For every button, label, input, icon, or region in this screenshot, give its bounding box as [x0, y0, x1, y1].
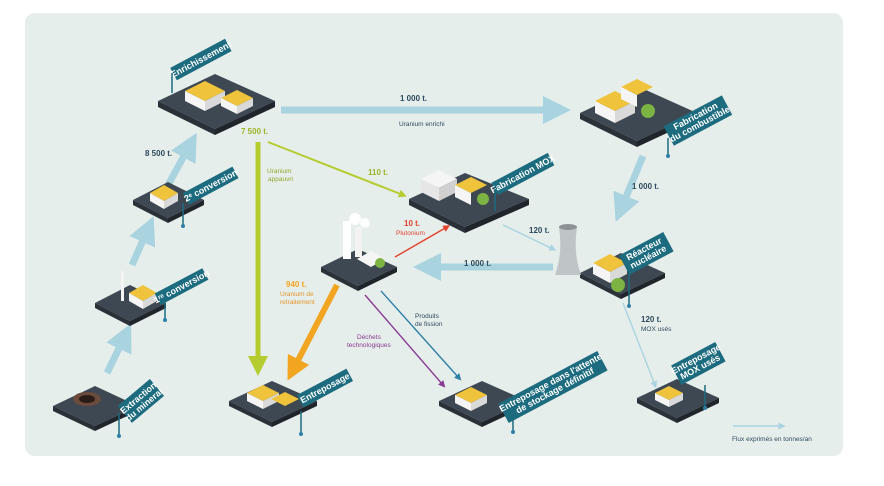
node-fabrication-combustible: Fabrication du combustible	[580, 79, 733, 158]
label-fabrication-mox: Fabrication MOX	[489, 153, 557, 195]
arrow-enrichissement-to-mox	[267, 141, 407, 198]
label-attente-line1: Entreposage dans l'attente	[498, 351, 604, 414]
flag-entreposage-attente	[498, 350, 608, 424]
label-conversion2: 2ᵉ conversion	[182, 167, 239, 203]
legend: Flux exprimés en tonnes/an	[732, 422, 812, 443]
arrow-extraction-to-conversion1	[103, 323, 132, 375]
flag-fabrication-mox	[491, 152, 555, 196]
arrow-produits-fission	[380, 290, 462, 381]
flag-conversion2	[182, 166, 239, 205]
label-conversion1: 1ʳᵉ conversion	[152, 268, 211, 306]
label-enrichissement: Enrichissement	[169, 39, 233, 79]
flow-label-produits-line2: de fission	[415, 321, 443, 328]
node-entreposage-mox: Entreposage MOX usés	[637, 341, 726, 423]
node-reacteur: Réacteur nucléaire	[555, 224, 674, 308]
flow-label-8500: 8 500 t.	[145, 149, 172, 158]
flow-label-uranium-retraitement-line2: retraitement	[280, 299, 315, 306]
flow-label-10: 10 t.	[404, 219, 420, 228]
flow-label-dechets-line1: Déchets	[357, 334, 382, 341]
flow-label-dechets-line2: technologiques	[347, 342, 391, 349]
arrow-conversion2-to-enrichissement	[164, 132, 197, 187]
flag-entreposage-mox	[671, 341, 726, 385]
node-entreposage-attente: Entreposage dans l'attente de stockage d…	[439, 350, 608, 434]
flow-diagram: Extraction du minerai 1ʳᵉ conversion 2ᵉ …	[53, 38, 812, 443]
flow-label-1000-retraitement: 1 000 t.	[464, 259, 491, 268]
flag-conversion1	[154, 268, 209, 306]
flag-reacteur	[619, 231, 674, 275]
flow-label-120-mox: 120 t.	[529, 226, 549, 235]
smoke-icon	[349, 213, 361, 225]
tree-icon	[477, 193, 489, 205]
flow-arrows	[103, 96, 657, 389]
node-extraction: Extraction du minerai	[53, 379, 165, 438]
flow-label-uranium-appauvri-line1: Uranium	[267, 168, 292, 175]
node-fabrication-mox: Fabrication MOX	[409, 152, 557, 233]
arrow-plutonium	[394, 225, 451, 258]
flag-extraction	[117, 379, 165, 423]
flow-label-110: 110 t.	[368, 168, 388, 177]
flag-fabrication-combustible	[663, 95, 733, 146]
flow-label-1000-combustible: 1 000 t.	[632, 182, 659, 191]
node-retraitement	[321, 213, 397, 291]
flag-enrichissement	[170, 38, 232, 81]
tree-icon	[375, 258, 385, 268]
arrow-conversion1-to-conversion2	[128, 216, 156, 267]
node-enrichissement: Enrichissement	[158, 38, 275, 135]
arrow-mox-to-reacteur	[502, 224, 557, 251]
cooling-tower-icon	[555, 227, 581, 275]
diagram-canvas: Extraction du minerai 1ʳᵉ conversion 2ᵉ …	[25, 13, 843, 456]
flow-label-1000-enrichi: 1 000 t.	[400, 94, 427, 103]
tree-icon	[641, 104, 655, 118]
flow-label-120-use: 120 t.	[641, 315, 661, 324]
flow-label-plutonium: Plutonium	[396, 230, 425, 237]
node-conversion1: 1ʳᵉ conversion	[95, 268, 211, 326]
legend-text: Flux exprimés en tonnes/an	[732, 436, 812, 443]
flow-label-7500: 7 500 t.	[241, 127, 268, 136]
flag-entreposage	[296, 368, 354, 408]
flow-label-uranium-retraitement-line1: Uranium de	[280, 291, 314, 298]
label-entreposage: Entreposage	[299, 371, 352, 405]
node-entreposage: Entreposage	[229, 368, 354, 436]
arrow-fabrication-to-reacteur	[613, 154, 647, 222]
flow-label-940: 940 t.	[286, 280, 306, 289]
arrow-reacteur-to-mox-uses	[622, 302, 657, 389]
flow-label-uranium-enrichi: Uranium enrichi	[399, 121, 445, 128]
flow-label-uranium-appauvri-line2: appauvri	[268, 176, 293, 183]
flow-label-mox-uses: MOX usés	[641, 326, 672, 333]
tree-icon	[611, 278, 625, 292]
arrow-dechets	[364, 294, 446, 388]
node-conversion2: 2ᵉ conversion	[133, 166, 239, 228]
arrow-uranium-retraitement	[287, 283, 340, 381]
flow-label-produits-line1: Produits	[415, 313, 440, 320]
